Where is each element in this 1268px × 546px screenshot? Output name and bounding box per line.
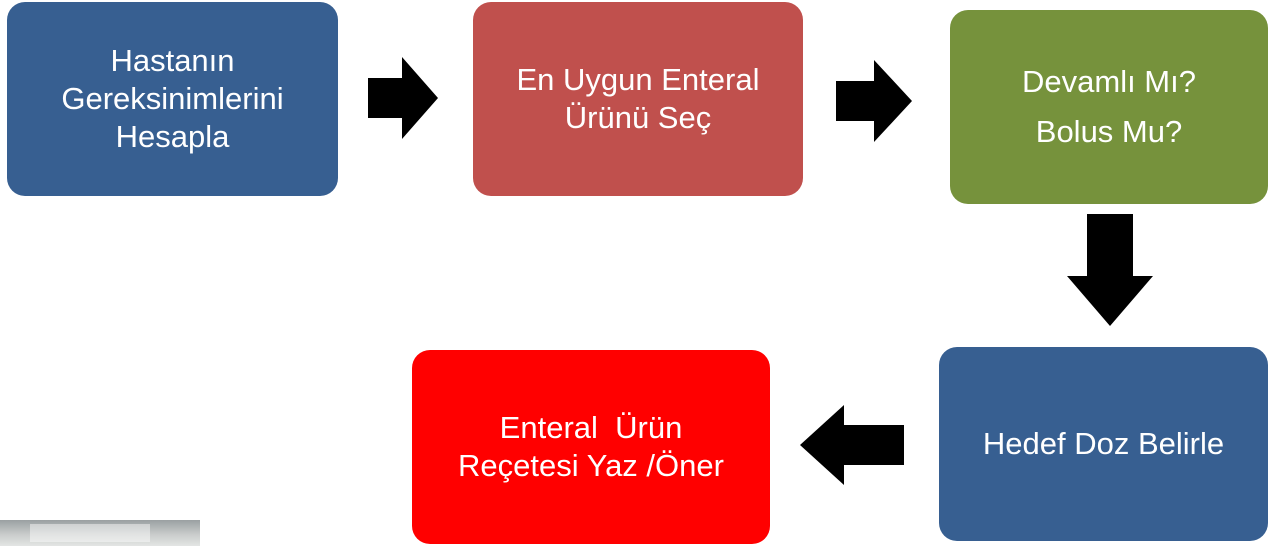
- photo-glare: [30, 524, 150, 542]
- arrow-right-icon: [368, 57, 438, 139]
- step-text-line: Hesapla: [115, 118, 230, 154]
- arrow-down-icon: [1067, 214, 1153, 326]
- step-text-line: En Uygun Enteral: [516, 62, 760, 98]
- step-feeding-mode: Devamlı Mı? Bolus Mu?: [950, 10, 1268, 204]
- step-text-line: Reçetesi Yaz /Öner: [458, 448, 724, 483]
- step-calculate-needs: Hastanın Gereksinimlerini Hesapla: [7, 2, 338, 196]
- step-choose-product: En Uygun Enteral Ürünü Seç: [473, 2, 803, 196]
- step-target-dose: Hedef Doz Belirle: [939, 347, 1268, 541]
- step-text-line: Enteral Ürün: [499, 410, 683, 446]
- step-text-line: Hedef Doz Belirle: [982, 426, 1225, 462]
- step-text-line: Hastanın: [110, 43, 235, 79]
- step-text-line: Devamlı Mı?: [1022, 64, 1196, 100]
- step-text-line: Ürünü Seç: [564, 100, 712, 135]
- arrow-right-icon: [836, 60, 912, 142]
- step-write-prescription: Enteral Ürün Reçetesi Yaz /Öner: [412, 350, 770, 544]
- arrow-left-icon: [800, 405, 904, 485]
- background-photo-fragment: [0, 520, 200, 546]
- step-text-line: Gereksinimlerini: [61, 81, 284, 117]
- step-text-line: Bolus Mu?: [1035, 114, 1183, 149]
